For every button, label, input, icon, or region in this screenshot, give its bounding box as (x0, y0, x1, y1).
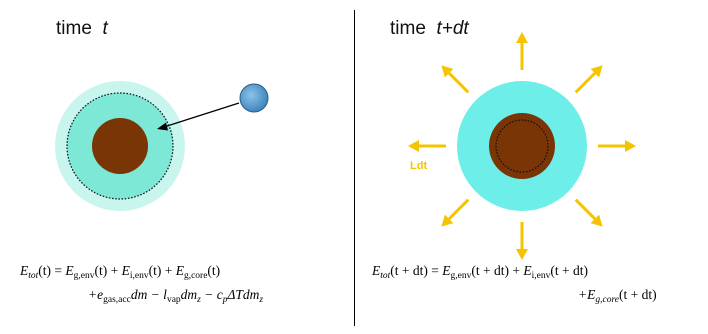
right-title-variable: t+dt (436, 18, 469, 39)
accretion-arrow (157, 102, 240, 131)
luminosity-arrow (441, 198, 470, 227)
luminosity-arrow (516, 222, 528, 260)
left-title-word: time (56, 18, 92, 39)
left-title-variable: t (102, 18, 108, 39)
left-equation-line2: +egas,accdm − lvapdmz − cpΔTdmz (88, 287, 264, 305)
luminosity-arrow (516, 32, 528, 70)
luminosity-arrows (408, 32, 636, 260)
right-equation-line1: Etot(t + dt) = Eg,env(t + dt) + Ei,env(t… (372, 263, 588, 281)
left-equation-line1: Etot(t) = Eg,env(t) + Ei,env(t) + Eg,cor… (20, 263, 221, 281)
luminosity-arrow (574, 198, 603, 227)
envelope-boundary-dotted-left (66, 92, 174, 200)
core-left (92, 118, 148, 174)
core-right (489, 113, 555, 179)
luminosity-arrow (408, 140, 446, 152)
luminosity-arrow (598, 140, 636, 152)
right-equation-line2: +Eg,core(t + dt) (578, 287, 657, 305)
panel-divider (354, 10, 355, 326)
luminosity-arrow (574, 65, 603, 94)
planetesimal (239, 83, 269, 113)
right-title: time t+dt (390, 18, 469, 40)
luminosity-arrow (441, 65, 470, 94)
right-title-word: time (390, 18, 426, 39)
ldt-label: Ldt (410, 160, 428, 172)
core-boundary-dotted-right (495, 119, 549, 173)
left-title: time t (56, 18, 108, 40)
